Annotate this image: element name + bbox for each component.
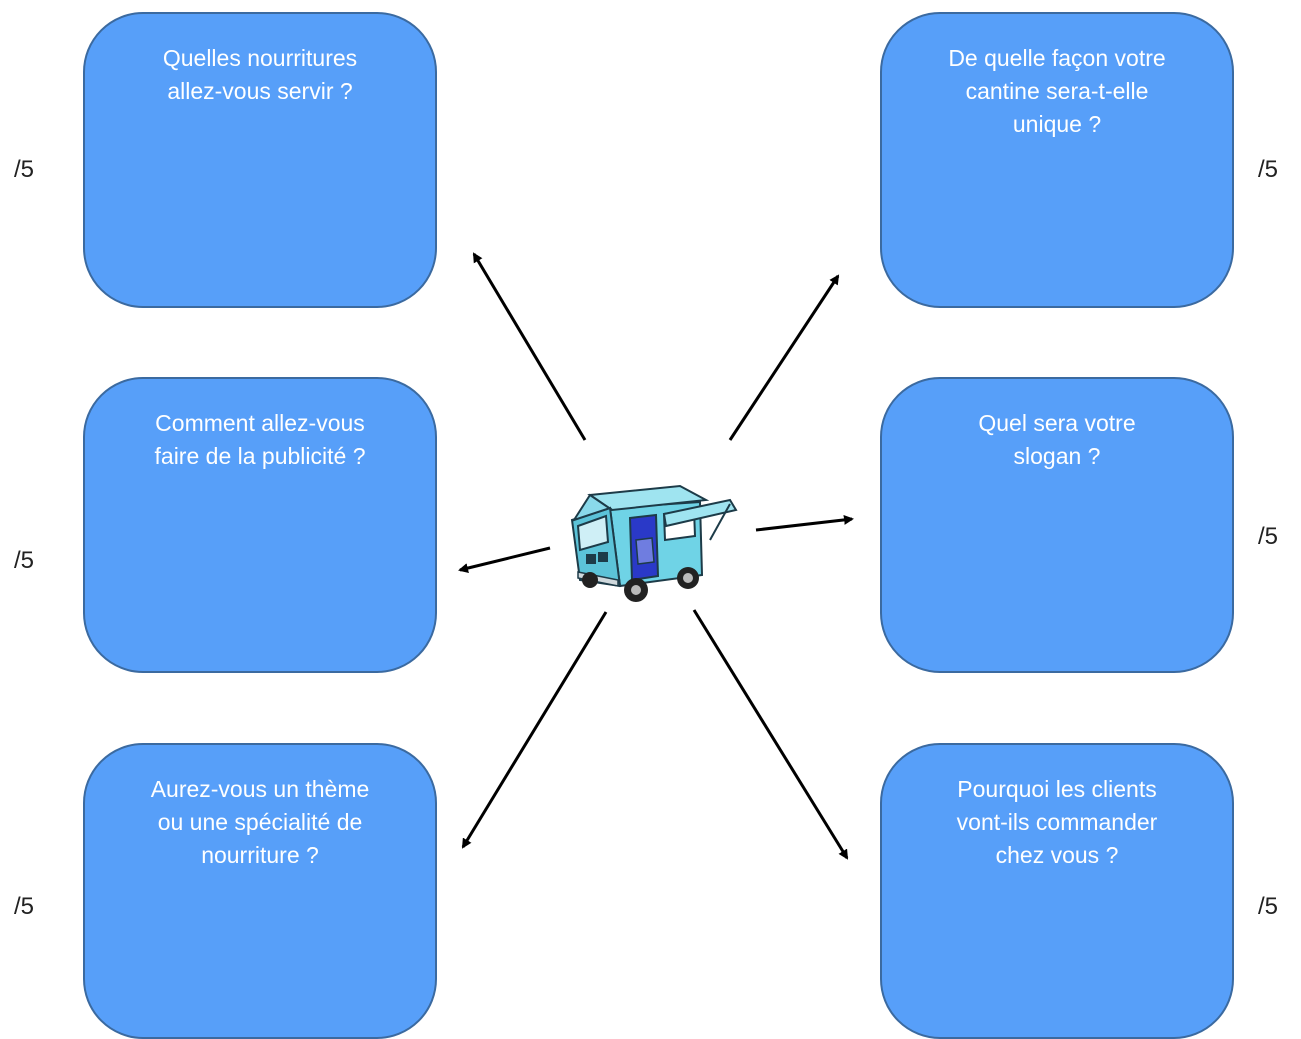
- score-theme: /5: [14, 893, 35, 920]
- arrow-to-advertising: [458, 546, 551, 573]
- score-customers: /5: [1258, 893, 1279, 920]
- question-box-customers: Pourquoi les clients vont-ils commander …: [880, 743, 1234, 1039]
- score-unique: /5: [1258, 156, 1279, 183]
- arrow-to-theme: [461, 611, 608, 849]
- question-text-theme: Aurez-vous un thème ou une spécialité de…: [150, 776, 370, 868]
- question-text-advertising: Comment allez-vous faire de la publicité…: [154, 410, 366, 469]
- question-box-theme: Aurez-vous un thème ou une spécialité de…: [83, 743, 437, 1039]
- question-box-unique: De quelle façon votre cantine sera-t-ell…: [880, 12, 1234, 308]
- arrow-to-food: [472, 252, 587, 441]
- score-food: /5: [14, 156, 35, 183]
- arrow-to-customers: [692, 609, 849, 860]
- question-text-food: Quelles nourritures allez-vous servir ?: [162, 45, 358, 104]
- question-box-slogan: Quel sera votre slogan ?: [880, 377, 1234, 673]
- arrow-to-slogan: [755, 514, 854, 532]
- score-advertising: /5: [14, 547, 35, 574]
- arrow-to-unique: [728, 274, 840, 441]
- score-slogan: /5: [1258, 523, 1279, 550]
- question-box-food: Quelles nourritures allez-vous servir ?: [83, 12, 437, 308]
- question-text-customers: Pourquoi les clients vont-ils commander …: [956, 776, 1158, 868]
- food-truck-icon: [570, 484, 738, 602]
- question-text-unique: De quelle façon votre cantine sera-t-ell…: [948, 45, 1166, 137]
- question-text-slogan: Quel sera votre slogan ?: [978, 410, 1136, 469]
- question-box-advertising: Comment allez-vous faire de la publicité…: [83, 377, 437, 673]
